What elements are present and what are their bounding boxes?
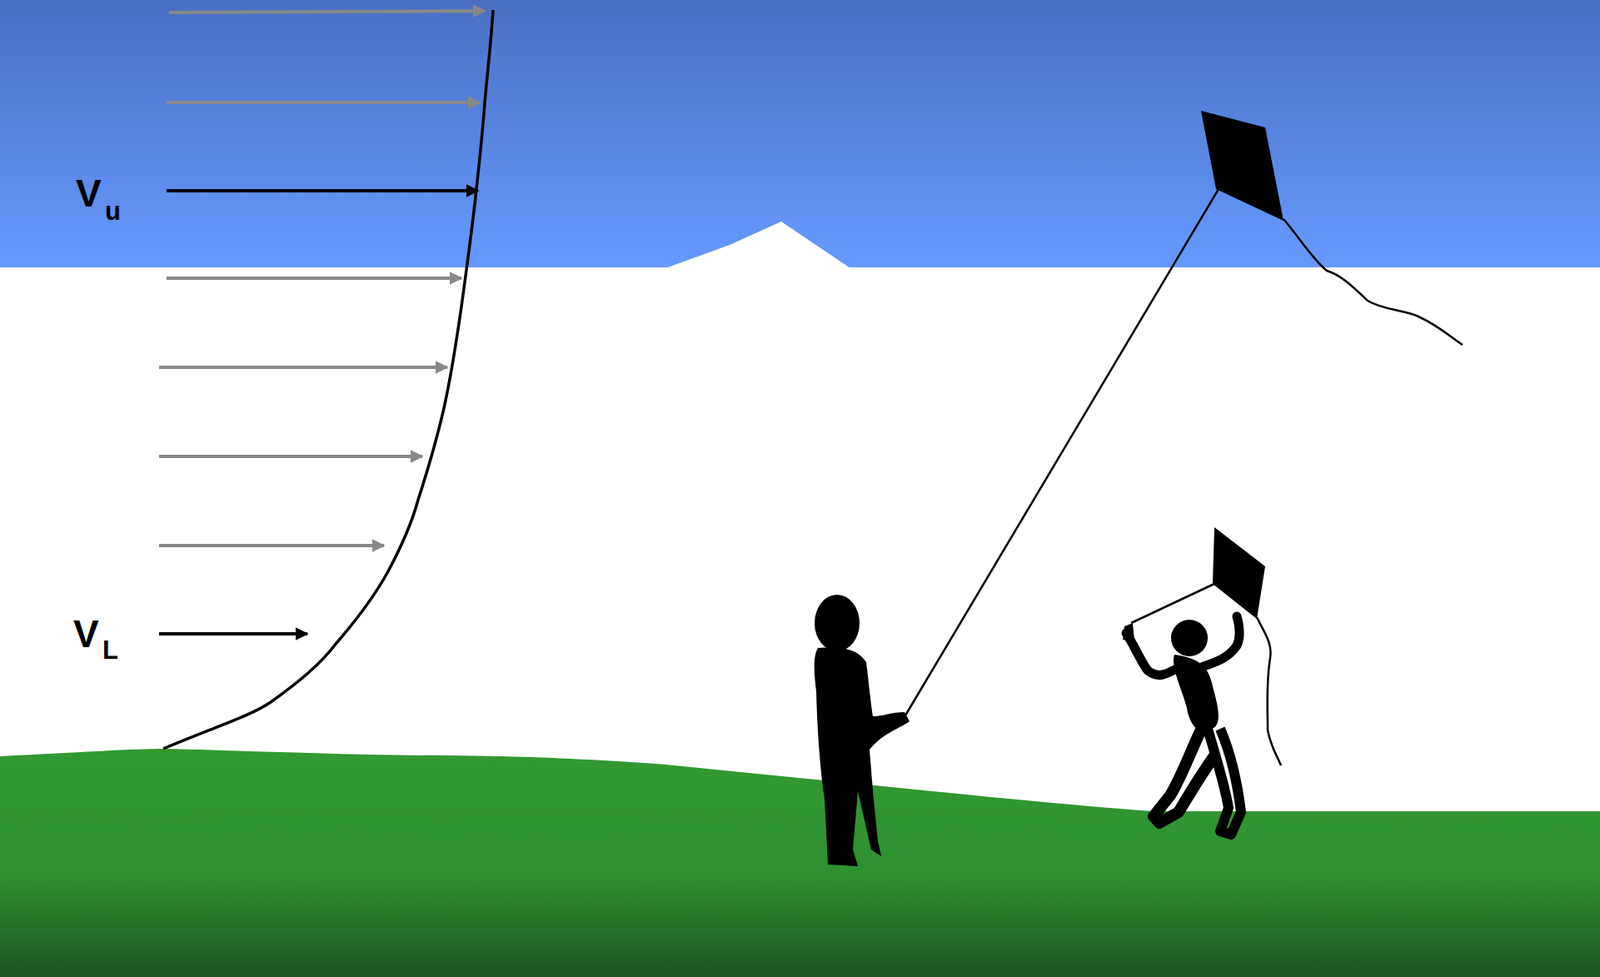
child-silhouette bbox=[1122, 616, 1242, 835]
velocity-subscript: L bbox=[102, 637, 119, 663]
wind-arrows bbox=[159, 10, 485, 634]
kite-tail bbox=[1283, 219, 1463, 345]
ground bbox=[0, 748, 1600, 977]
velocity-symbol: V bbox=[73, 614, 100, 653]
wind-arrow bbox=[159, 543, 384, 548]
wind-arrow bbox=[169, 10, 485, 13]
wind-arrow bbox=[166, 100, 480, 105]
kite bbox=[1212, 527, 1266, 619]
kite bbox=[1201, 110, 1284, 221]
sky bbox=[0, 0, 1600, 268]
velocity-subscript: u bbox=[104, 198, 121, 225]
kite-tail bbox=[1256, 617, 1281, 766]
wind-arrow bbox=[166, 276, 462, 280]
velocity-profile bbox=[163, 9, 494, 749]
mountain bbox=[665, 221, 851, 269]
kite-string bbox=[1131, 583, 1217, 624]
wind-arrow bbox=[159, 632, 308, 636]
wind-arrow bbox=[159, 454, 423, 459]
kite-string bbox=[902, 184, 1222, 720]
wind-arrow bbox=[166, 189, 479, 193]
child-silhouette bbox=[814, 594, 910, 867]
velocity-symbol: V bbox=[75, 174, 102, 213]
wind-arrow bbox=[159, 365, 448, 369]
